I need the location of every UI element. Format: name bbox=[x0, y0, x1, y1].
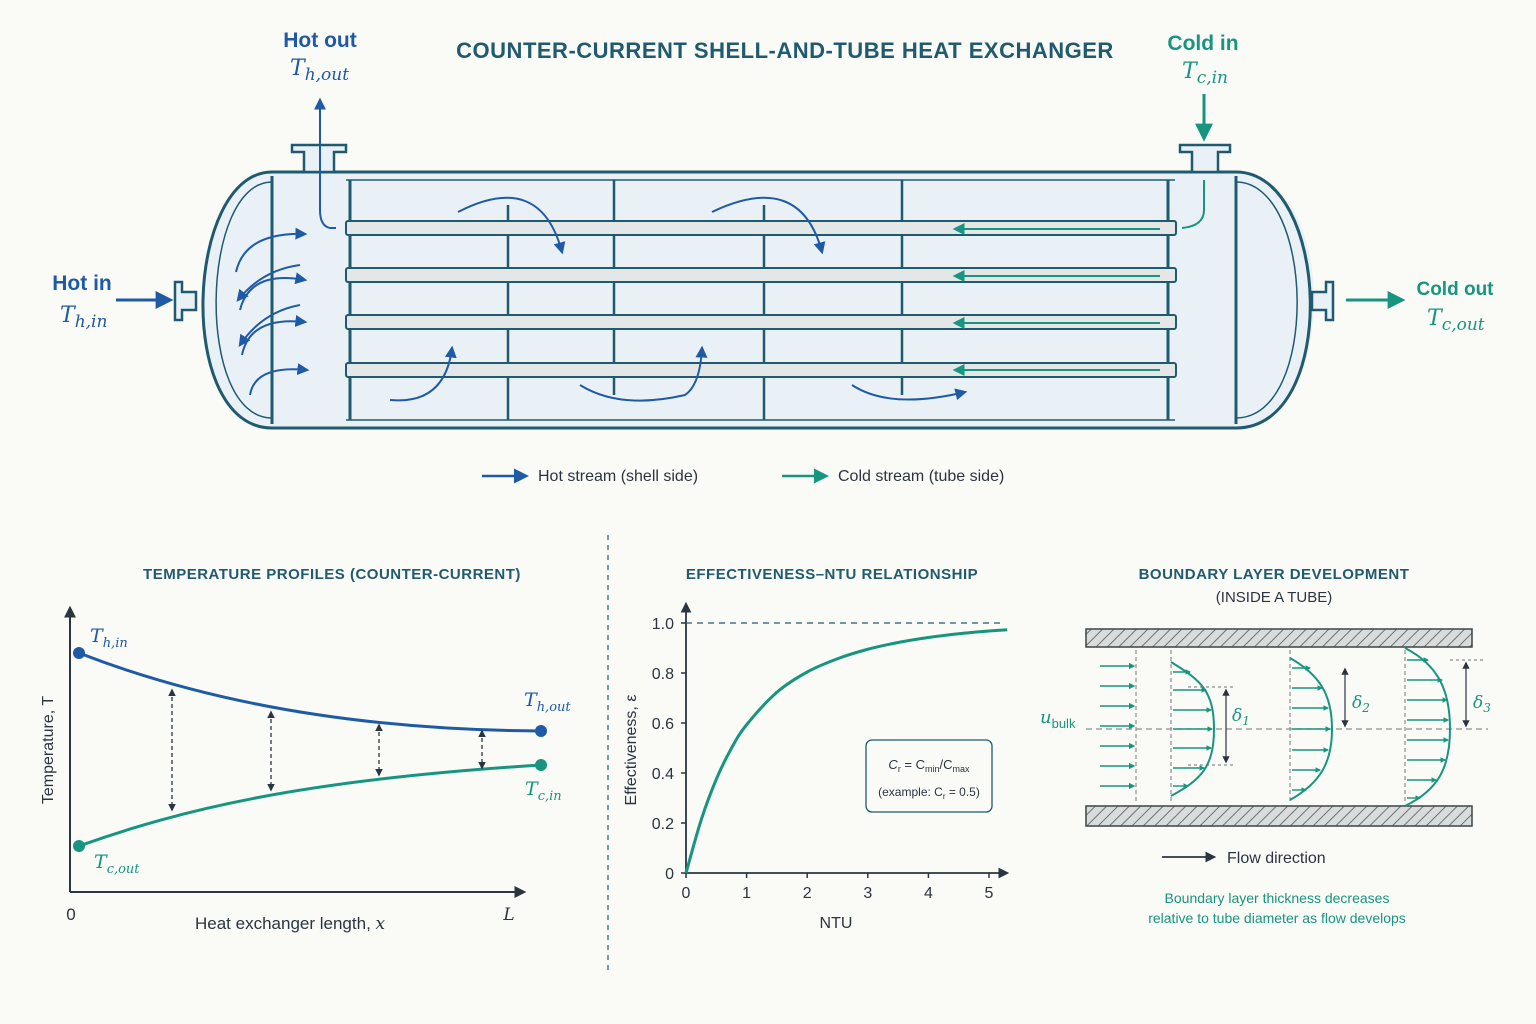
svg-text:Cold in: Cold in bbox=[1167, 32, 1238, 55]
legend-cold: Cold stream (tube side) bbox=[838, 468, 1004, 485]
ntu-y-tick-label: 1.0 bbox=[652, 616, 674, 633]
boundary-layer-panel: BOUNDARY LAYER DEVELOPMENT (INSIDE A TUB… bbox=[1040, 566, 1491, 926]
bl-caption-2: relative to tube diameter as flow develo… bbox=[1148, 910, 1406, 926]
bl-title-2: (INSIDE A TUBE) bbox=[1216, 589, 1332, 606]
ntu-y-tick-label: 0.6 bbox=[652, 716, 674, 733]
svg-text:Tc,out: Tc,out bbox=[94, 851, 140, 877]
svg-text:Tc,out: Tc,out bbox=[1427, 306, 1485, 335]
temp-end: L bbox=[502, 905, 514, 925]
tube-flow-arrows bbox=[952, 180, 1205, 376]
svg-text:Th,out: Th,out bbox=[524, 689, 571, 715]
svg-text:Th,out: Th,out bbox=[290, 56, 349, 85]
hot-profile-curve bbox=[78, 651, 542, 733]
flow-direction-label: Flow direction bbox=[1227, 850, 1326, 867]
tube-bundle bbox=[345, 220, 1177, 378]
ntu-ylabel: Effectiveness, ε bbox=[623, 695, 640, 806]
cold-out-label: Cold out Tc,out bbox=[1416, 279, 1494, 335]
ntu-curve bbox=[684, 628, 1008, 874]
temp-ylabel: Temperature, T bbox=[40, 696, 57, 804]
ntu-x-tick-label: 0 bbox=[682, 885, 691, 902]
svg-text:(example: Cr = 0.5): (example: Cr = 0.5) bbox=[878, 785, 980, 801]
svg-text:Hot out: Hot out bbox=[283, 29, 356, 52]
nozzles bbox=[173, 143, 1335, 322]
ntu-x-tick-label: 4 bbox=[924, 885, 933, 902]
shell-body bbox=[201, 170, 1314, 430]
svg-text:Th,in: Th,in bbox=[90, 625, 128, 651]
svg-text:ubulk: ubulk bbox=[1040, 707, 1076, 731]
bl-caption-1: Boundary layer thickness decreases bbox=[1165, 890, 1390, 906]
temp-profile-title: TEMPERATURE PROFILES (COUNTER-CURRENT) bbox=[143, 566, 521, 583]
ntu-note-box: Cr = Cmin/Cmax (example: Cr = 0.5) bbox=[865, 739, 993, 813]
ntu-y-tick-label: 0 bbox=[665, 866, 674, 883]
svg-text:Tc,in: Tc,in bbox=[525, 778, 562, 804]
svg-text:Cold out: Cold out bbox=[1416, 279, 1494, 300]
cold-profile-curve bbox=[78, 763, 542, 848]
svg-text:Hot in: Hot in bbox=[52, 272, 111, 295]
ntu-x-tick-label: 1 bbox=[742, 885, 751, 902]
hot-out-label: Hot out Th,out bbox=[283, 29, 356, 85]
ntu-x-tick-label: 3 bbox=[863, 885, 872, 902]
shell-flow-arrows bbox=[235, 97, 968, 402]
svg-text:Tc,in: Tc,in bbox=[1182, 59, 1228, 88]
legend-hot: Hot stream (shell side) bbox=[538, 468, 698, 485]
ntu-xlabel: NTU bbox=[820, 915, 853, 932]
ntu-y-tick-label: 0.2 bbox=[652, 816, 674, 833]
ntu-panel: EFFECTIVENESS–NTU RELATIONSHIP Effective… bbox=[623, 566, 1010, 932]
temp-origin: 0 bbox=[66, 905, 75, 924]
ntu-x-tick-label: 2 bbox=[803, 885, 812, 902]
hot-in-label: Hot in Th,in bbox=[52, 272, 111, 332]
svg-text:δ3: δ3 bbox=[1473, 693, 1491, 715]
svg-text:Th,in: Th,in bbox=[60, 303, 107, 332]
svg-text:δ1: δ1 bbox=[1232, 706, 1250, 728]
cold-in-label: Cold in Tc,in bbox=[1167, 32, 1238, 88]
temperature-profile-panel: TEMPERATURE PROFILES (COUNTER-CURRENT) T… bbox=[40, 566, 571, 934]
svg-text:Cr = Cmin/Cmax: Cr = Cmin/Cmax bbox=[888, 757, 970, 774]
ntu-y-tick-label: 0.4 bbox=[652, 766, 674, 783]
ntu-title: EFFECTIVENESS–NTU RELATIONSHIP bbox=[686, 566, 978, 583]
ntu-y-tick-label: 0.8 bbox=[652, 666, 674, 683]
svg-text:δ2: δ2 bbox=[1352, 693, 1370, 715]
ntu-x-tick-label: 5 bbox=[985, 885, 994, 902]
main-title: COUNTER-CURRENT SHELL-AND-TUBE HEAT EXCH… bbox=[456, 38, 1114, 63]
temp-xlabel: Heat exchanger length, x bbox=[195, 914, 386, 934]
legend: Hot stream (shell side) Cold stream (tub… bbox=[482, 468, 1004, 485]
bl-title-1: BOUNDARY LAYER DEVELOPMENT bbox=[1139, 566, 1410, 583]
